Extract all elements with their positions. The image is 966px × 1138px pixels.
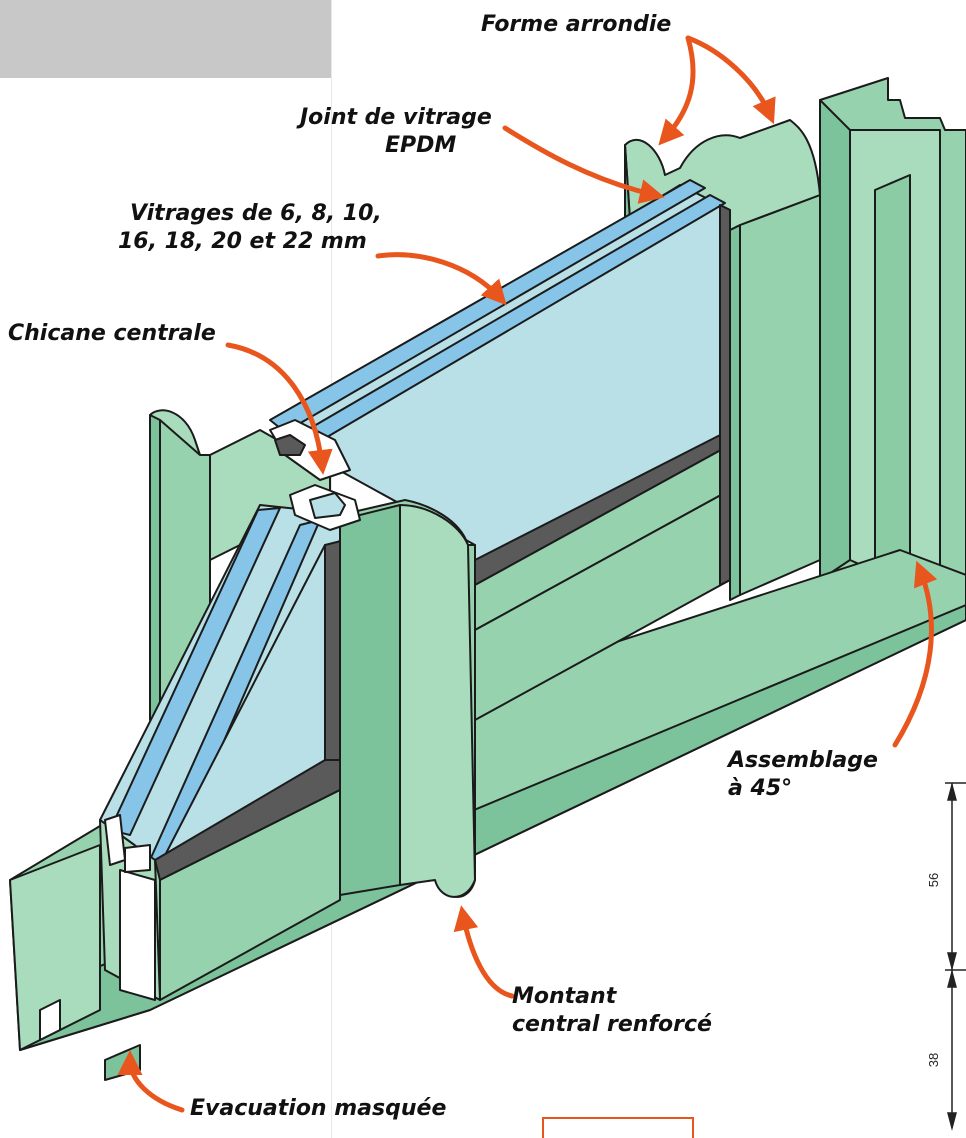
- central-mullion: [339, 499, 476, 898]
- label-assemblage: Assemblage à 45°: [728, 748, 878, 801]
- label-evacuation-masquee: Evacuation masquée: [190, 1096, 447, 1121]
- arrow-joint-vitrage: [502, 125, 665, 204]
- label-vitrages: Vitrages de 6, 8, 10, 16, 18, 20 et 22 m…: [118, 201, 382, 254]
- arrow-forme-arrondie-left: [658, 35, 696, 146]
- front-sash: [99, 504, 356, 1001]
- dimension-upper: 56: [926, 873, 941, 887]
- arrow-forme-arrondie-right: [685, 35, 776, 125]
- arrow-chicane: [225, 342, 333, 475]
- label-forme-arrondie: Forme arrondie: [481, 12, 672, 37]
- arrow-evacuation: [117, 1050, 185, 1113]
- header-gray-box: [0, 0, 332, 78]
- arrow-assemblage: [892, 560, 938, 748]
- label-joint-vitrage: Joint de vitrage EPDM: [300, 105, 492, 158]
- arrow-montant: [453, 905, 515, 999]
- dimension-lower: 38: [926, 1053, 941, 1067]
- callout-arrows: [117, 35, 938, 1113]
- rear-glass: [269, 179, 731, 721]
- label-chicane-centrale: Chicane centrale: [8, 321, 216, 346]
- label-montant-central: Montant central renforcé: [512, 984, 712, 1037]
- dimension-lines: [945, 782, 966, 1131]
- orange-outline-box: [542, 1117, 694, 1138]
- outer-frame-right: [819, 77, 966, 621]
- arrow-vitrages: [375, 252, 507, 306]
